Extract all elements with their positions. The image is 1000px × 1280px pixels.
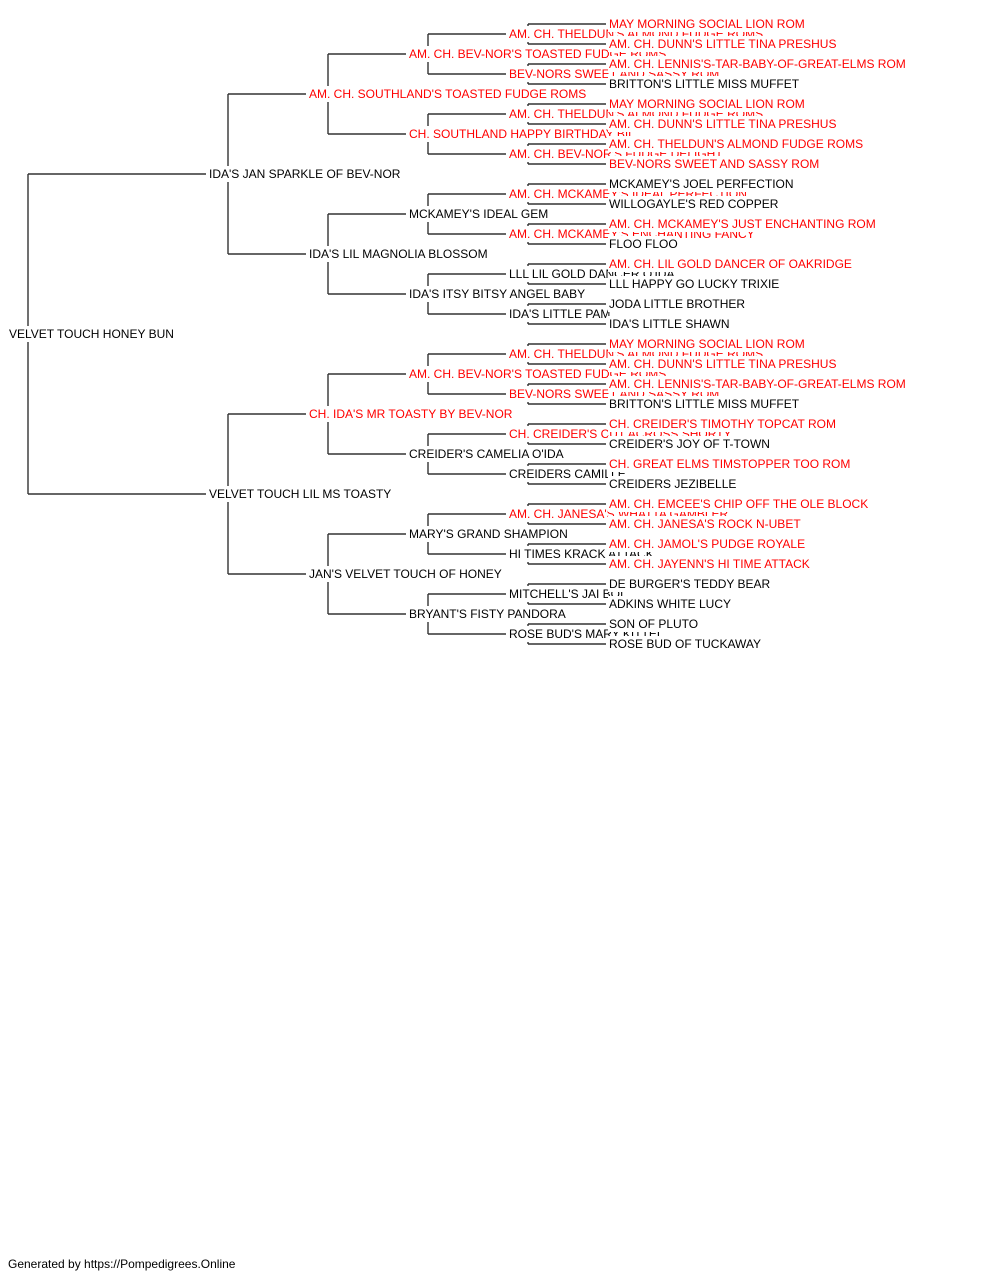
ancestor-name-gen5: AM. CH. MCKAMEY'S JUST ENCHANTING ROM	[608, 216, 877, 232]
ancestor-name-gen5: IDA'S LITTLE SHAWN	[608, 316, 731, 332]
ancestor-name-gen5: AM. CH. LIL GOLD DANCER OF OAKRIDGE	[608, 256, 853, 272]
ancestor-name-gen5: FLOO FLOO	[608, 236, 679, 252]
ancestor-name-gen3: IDA'S ITSY BITSY ANGEL BABY	[408, 286, 587, 302]
ancestor-name-gen5: AM. CH. DUNN'S LITTLE TINA PRESHUS	[608, 356, 838, 372]
ancestor-name-gen5: BRITTON'S LITTLE MISS MUFFET	[608, 396, 801, 412]
ancestor-name-gen5: MCKAMEY'S JOEL PERFECTION	[608, 176, 795, 192]
ancestor-name-gen5: AM. CH. EMCEE'S CHIP OFF THE OLE BLOCK	[608, 496, 870, 512]
ancestor-name-gen5: AM. CH. DUNN'S LITTLE TINA PRESHUS	[608, 36, 838, 52]
ancestor-name-gen5: BRITTON'S LITTLE MISS MUFFET	[608, 76, 801, 92]
ancestor-name-gen2: IDA'S LIL MAGNOLIA BLOSSOM	[308, 246, 489, 262]
ancestor-name-gen2: AM. CH. SOUTHLAND'S TOASTED FUDGE ROMS	[308, 86, 588, 102]
ancestor-name-gen3: CH. SOUTHLAND HAPPY BIRTHDAY BIL	[408, 126, 636, 142]
ancestor-name-gen5: AM. CH. THELDUN'S ALMOND FUDGE ROMS	[608, 136, 865, 152]
ancestor-name-gen5: CH. CREIDER'S TIMOTHY TOPCAT ROM	[608, 416, 837, 432]
ancestor-name-gen2: CH. IDA'S MR TOASTY BY BEV-NOR	[308, 406, 514, 422]
ancestor-name-gen3: BRYANT'S FISTY PANDORA	[408, 606, 567, 622]
ancestor-name-gen1: IDA'S JAN SPARKLE OF BEV-NOR	[208, 166, 402, 182]
subject-dog-name: VELVET TOUCH HONEY BUN	[8, 326, 175, 342]
ancestor-name-gen3: AM. CH. BEV-NOR'S TOASTED FUDGE ROMS	[408, 46, 668, 62]
ancestor-name-gen4: MITCHELL'S JAI BOI	[508, 586, 625, 602]
ancestor-name-gen5: AM. CH. LENNIS'S-TAR-BABY-OF-GREAT-ELMS …	[608, 376, 907, 392]
ancestor-name-gen3: AM. CH. BEV-NOR'S TOASTED FUDGE ROMS	[408, 366, 668, 382]
ancestor-name-gen5: AM. CH. DUNN'S LITTLE TINA PRESHUS	[608, 116, 838, 132]
ancestor-name-gen5: BEV-NORS SWEET AND SASSY ROM	[608, 156, 821, 172]
ancestor-name-gen4: IDA'S LITTLE PAM	[508, 306, 612, 322]
generated-by-footer: Generated by https://Pompedigrees.Online	[8, 1257, 236, 1271]
ancestor-name-gen5: AM. CH. JAMOL'S PUDGE ROYALE	[608, 536, 807, 552]
ancestor-name-gen5: ROSE BUD OF TUCKAWAY	[608, 636, 763, 652]
ancestor-name-gen5: MAY MORNING SOCIAL LION ROM	[608, 96, 806, 112]
ancestor-name-gen1: VELVET TOUCH LIL MS TOASTY	[208, 486, 393, 502]
ancestor-name-gen5: MAY MORNING SOCIAL LION ROM	[608, 16, 806, 32]
ancestor-name-gen5: LLL HAPPY GO LUCKY TRIXIE	[608, 276, 781, 292]
ancestor-name-gen5: CREIDERS JEZIBELLE	[608, 476, 738, 492]
ancestor-name-gen2: JAN'S VELVET TOUCH OF HONEY	[308, 566, 503, 582]
ancestor-name-gen5: AM. CH. JAYENN'S HI TIME ATTACK	[608, 556, 811, 572]
ancestor-name-gen5: AM. CH. LENNIS'S-TAR-BABY-OF-GREAT-ELMS …	[608, 56, 907, 72]
ancestor-name-gen3: MCKAMEY'S IDEAL GEM	[408, 206, 550, 222]
ancestor-name-gen3: CREIDER'S CAMELIA O'IDA	[408, 446, 565, 462]
ancestor-name-gen5: ADKINS WHITE LUCY	[608, 596, 733, 612]
ancestor-name-gen5: CH. GREAT ELMS TIMSTOPPER TOO ROM	[608, 456, 852, 472]
ancestor-name-gen4: CREIDERS CAMILLE	[508, 466, 627, 482]
ancestor-name-gen5: CREIDER'S JOY OF T-TOWN	[608, 436, 771, 452]
ancestor-name-gen5: DE BURGER'S TEDDY BEAR	[608, 576, 772, 592]
ancestor-name-gen5: SON OF PLUTO	[608, 616, 700, 632]
ancestor-name-gen5: AM. CH. JANESA'S ROCK N-UBET	[608, 516, 802, 532]
ancestor-name-gen5: JODA LITTLE BROTHER	[608, 296, 747, 312]
ancestor-name-gen5: MAY MORNING SOCIAL LION ROM	[608, 336, 806, 352]
ancestor-name-gen3: MARY'S GRAND SHAMPION	[408, 526, 569, 542]
ancestor-name-gen5: WILLOGAYLE'S RED COPPER	[608, 196, 780, 212]
